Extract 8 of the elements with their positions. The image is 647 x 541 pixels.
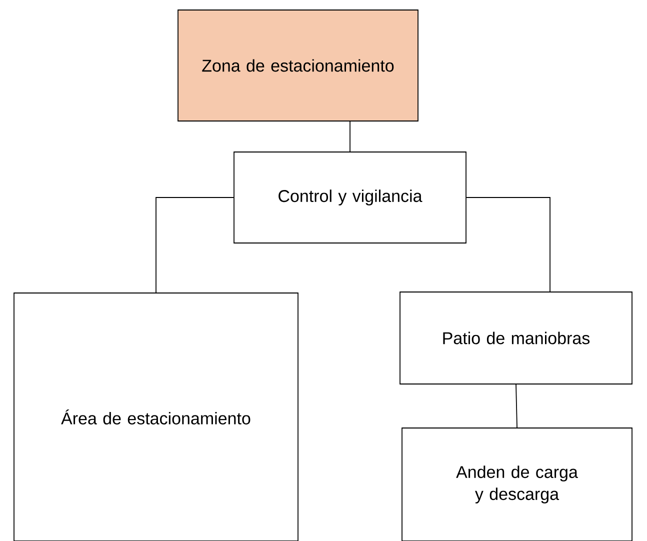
process-box: Anden de carga y descarga [402,428,632,541]
process-box: Patio de maniobras [400,292,632,384]
connector-line [156,197,234,293]
process-box: Control y vigilancia [234,152,466,244]
connector-line [516,384,518,428]
process-box: Área de estacionamiento [14,292,298,541]
top-box: Zona de estacionamiento [178,10,418,122]
connector-line [466,197,550,292]
